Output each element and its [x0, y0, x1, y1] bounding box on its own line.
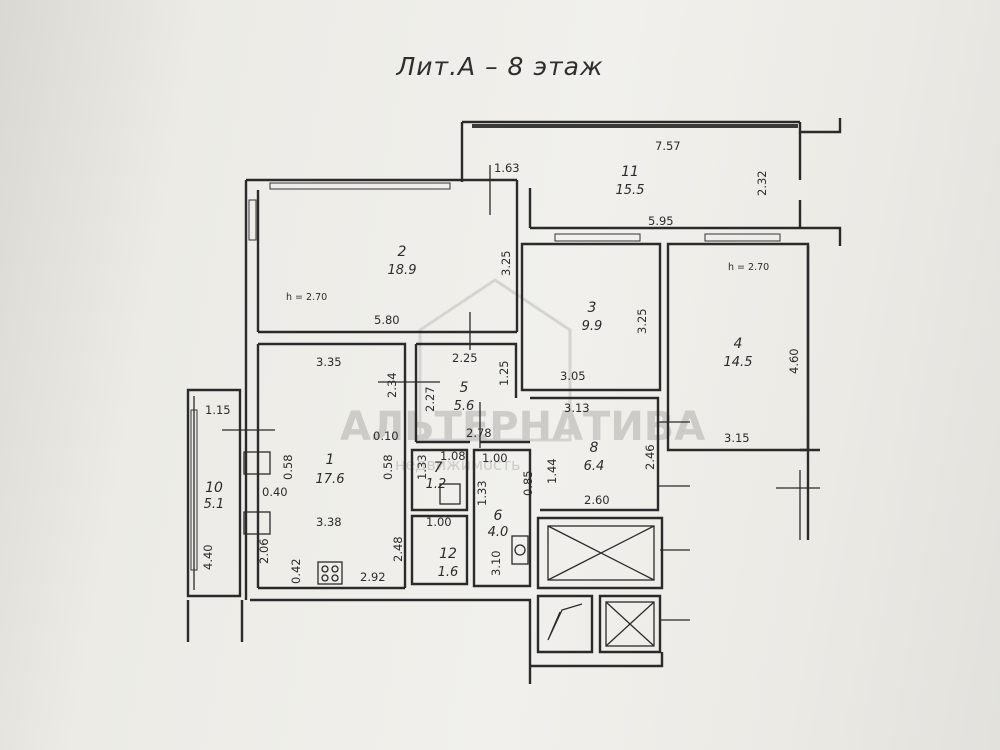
watermark-sub: недвижимость [395, 455, 520, 474]
room-number: 1 [326, 452, 335, 468]
room-10: 10 5.1 [204, 480, 225, 512]
room-4: 4 14.5 [724, 336, 753, 370]
room-number: 8 [590, 440, 599, 456]
dim-label: 2.25 [452, 351, 478, 365]
room-number: 7 [434, 460, 443, 476]
dim-label: 2.60 [584, 493, 610, 507]
dim-label: 3.35 [316, 355, 342, 369]
dim-label: 2.32 [755, 170, 769, 196]
room-6: 6 4.0 [488, 508, 509, 540]
room-area: 6.4 [584, 459, 605, 474]
dim-label: 3.10 [489, 550, 503, 576]
dim-label: 1.33 [475, 480, 489, 506]
room-1: 1 17.6 [316, 452, 345, 487]
room-number: 3 [588, 300, 597, 316]
dim-label: 4.60 [787, 348, 801, 374]
room-area: 18.9 [388, 263, 417, 278]
room-area: 17.6 [316, 472, 345, 487]
dim-label: 2.27 [423, 386, 437, 412]
room-area: 5.1 [204, 497, 225, 512]
dim-label: 0.58 [381, 454, 395, 480]
dim-label: 4.40 [201, 544, 215, 570]
room-labels: 1 17.6 2 18.9 3 9.9 4 14.5 5 5.6 6 4.0 [204, 164, 753, 580]
room-7: 7 1.2 [426, 460, 447, 492]
dim-label: 1.63 [494, 161, 520, 175]
dim-label: 2.34 [385, 372, 399, 398]
room-area: 1.2 [426, 477, 447, 492]
fixtures [243, 451, 529, 585]
dim-label: 3.05 [560, 369, 586, 383]
room-number: 11 [621, 164, 639, 180]
dim-label: 2.78 [466, 426, 492, 440]
dim-label: 3.15 [724, 431, 750, 445]
dim-label: 2.06 [257, 538, 271, 564]
ceiling-height-label: h = 2.70 [286, 292, 327, 303]
ceiling-height-label: h = 2.70 [728, 262, 769, 273]
room-number: 10 [205, 480, 223, 496]
room-area: 1.6 [438, 565, 459, 580]
room-8: 8 6.4 [584, 440, 605, 474]
dim-label: 1.15 [205, 403, 231, 417]
dim-label: 0.40 [262, 485, 288, 499]
room-number: 6 [494, 508, 503, 524]
dim-label: 3.25 [635, 308, 649, 334]
room-11: 11 15.5 [616, 164, 645, 198]
shaft-marks [547, 525, 655, 647]
dim-label: 0.85 [521, 470, 535, 496]
plan-title: Лит.А – 8 этаж [396, 52, 604, 81]
room-12: 12 1.6 [438, 546, 459, 580]
room-2: 2 18.9 [388, 244, 417, 278]
dim-label: 1.25 [497, 360, 511, 386]
room-number: 4 [734, 336, 743, 352]
dim-label: 5.95 [648, 214, 674, 228]
dim-label: 3.38 [316, 515, 342, 529]
dimension-labels: 7.57 1.63 2.32 5.95 3.25 5.80 3.25 4.60 … [201, 139, 801, 584]
room-3: 3 9.9 [582, 300, 603, 334]
dim-label: 1.08 [440, 449, 466, 463]
tick-marks [222, 165, 820, 621]
room-area: 15.5 [616, 183, 645, 198]
dim-label: 3.25 [499, 250, 513, 276]
dim-label: 0.58 [281, 454, 295, 480]
room-number: 2 [398, 244, 407, 260]
dim-label: 1.00 [426, 515, 452, 529]
windows [190, 124, 798, 571]
dim-label: 0.42 [289, 558, 303, 584]
dim-label: 7.57 [655, 139, 681, 153]
dim-label: 0.10 [373, 429, 399, 443]
dim-label: 2.48 [391, 536, 405, 562]
dim-label: 2.46 [643, 444, 657, 470]
room-5: 5 5.6 [454, 380, 475, 414]
ceiling-heights: h = 2.70 h = 2.70 [286, 262, 769, 303]
dim-label: 1.44 [545, 458, 559, 484]
room-area: 14.5 [724, 355, 753, 370]
dim-label: 1.00 [482, 451, 508, 465]
room-area: 4.0 [488, 525, 509, 540]
dim-label: 5.80 [374, 313, 400, 327]
dim-label: 3.13 [564, 401, 590, 415]
room-number: 12 [439, 546, 457, 562]
walls [186, 118, 842, 684]
room-area: 9.9 [582, 319, 603, 334]
dim-label: 2.92 [360, 570, 386, 584]
room-area: 5.6 [454, 399, 475, 414]
room-number: 5 [460, 380, 469, 396]
dim-label: 1.33 [415, 454, 429, 480]
